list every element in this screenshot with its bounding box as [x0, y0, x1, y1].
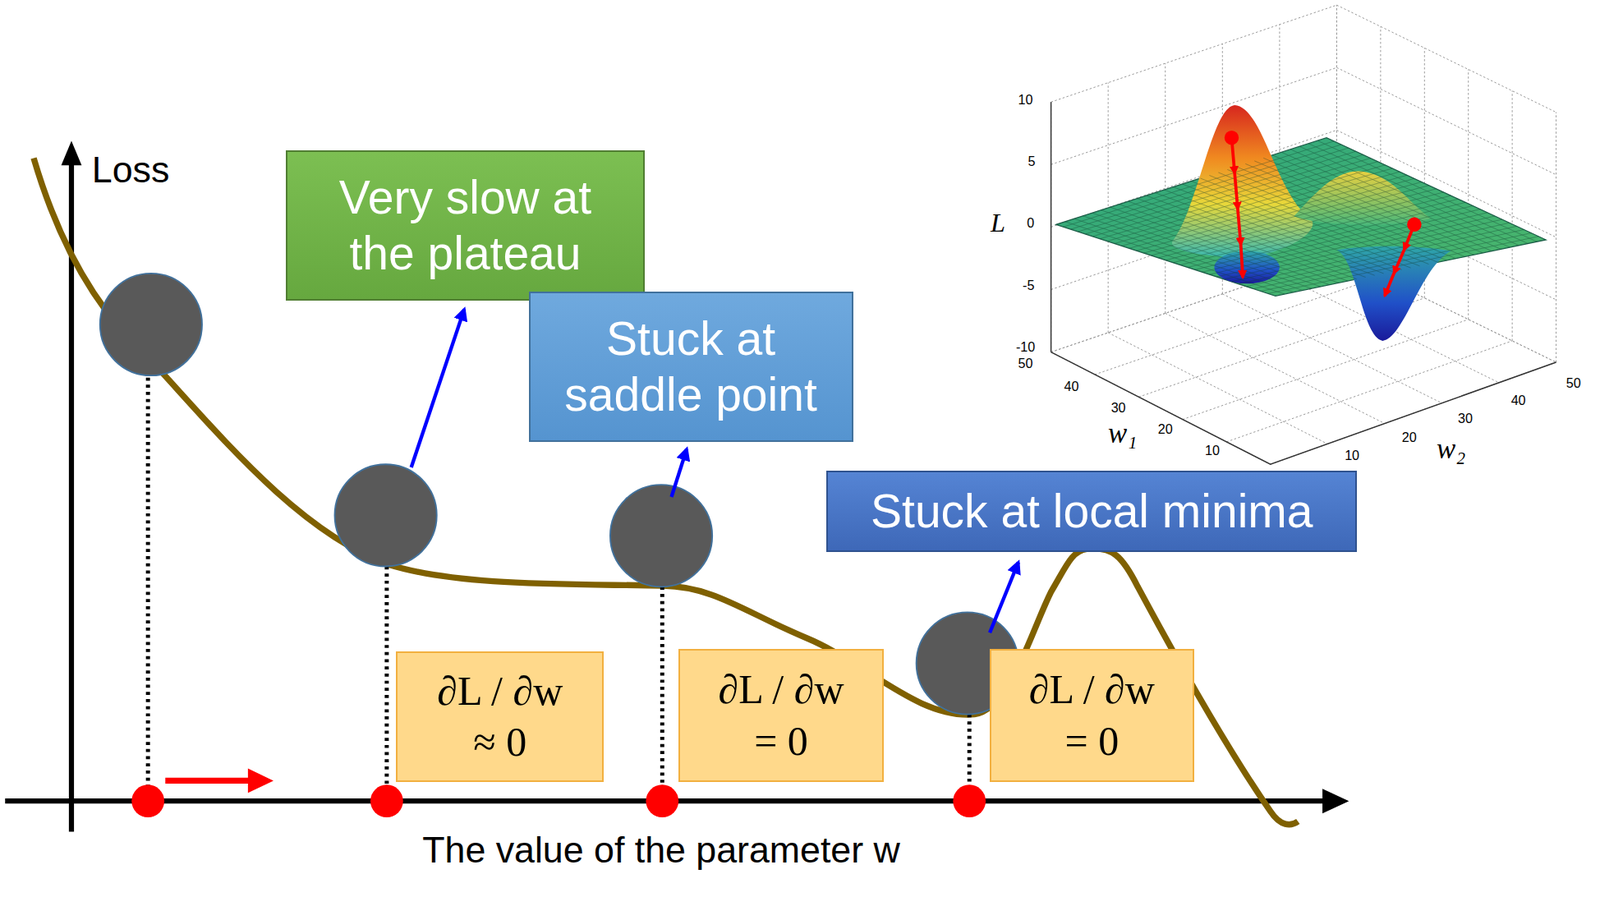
grid-line: [1245, 225, 1517, 286]
tick-label: 20: [1402, 428, 1417, 445]
axis-title: Loss: [91, 149, 170, 191]
drawing-part: [1063, 140, 1540, 295]
tick-label: 30: [1457, 410, 1473, 427]
grid-line: [1281, 151, 1501, 249]
grid-line: [1299, 146, 1519, 246]
grid-line: [1268, 236, 1539, 295]
grid-line: [1238, 222, 1509, 285]
drawing-part: [967, 714, 972, 791]
drawing-part: [645, 784, 679, 818]
drawing-part: [411, 308, 465, 468]
grid-line: [1260, 233, 1532, 292]
tick-label: 10: [1344, 447, 1360, 464]
callout-text: ∂L / ∂w = 0: [1017, 663, 1166, 767]
tick-label: L: [990, 206, 1006, 238]
callout-text: ∂L / ∂w = 0: [707, 663, 856, 767]
grid-line: [1232, 219, 1503, 282]
tick-label: 5: [1028, 153, 1036, 170]
callout-box: Stuck at saddle point: [528, 291, 854, 442]
drawing-part: [1232, 137, 1244, 278]
grid-line: [1050, 101, 1052, 352]
tick-label: 40: [1063, 377, 1079, 394]
grid-line: [1467, 68, 1469, 319]
grid-line: [1254, 160, 1474, 255]
drawing-part: [1056, 137, 1546, 297]
callout-box: Very slow at the plateau: [285, 150, 645, 302]
axis-arrowhead: [61, 140, 83, 166]
grid-line: [1051, 4, 1338, 102]
drawing-part: [952, 784, 986, 818]
tick-label: w₁: [1108, 417, 1137, 451]
grid-line: [1094, 276, 1381, 375]
callout-text: ∂L / ∂w ≈ 0: [426, 665, 575, 768]
grid-line: [1195, 202, 1466, 270]
gradient-box: ∂L / ∂w ≈ 0: [395, 651, 604, 782]
drawing-part: [671, 449, 687, 497]
grid-line: [1222, 294, 1442, 404]
drawing-part: [146, 377, 151, 791]
tick-label: -10: [1016, 339, 1035, 355]
callout-text: Stuck at local minima: [870, 483, 1314, 539]
drawing-part: [1050, 101, 1052, 352]
tick-label: 40: [1511, 392, 1527, 409]
grid-line: [1317, 140, 1537, 242]
drawing-part: [1213, 251, 1280, 285]
tick-label: 20: [1158, 420, 1173, 437]
drawing-part: [660, 586, 665, 791]
grid-line: [1512, 91, 1513, 341]
grid-line: [1236, 166, 1456, 259]
drawing-part: [989, 562, 1019, 634]
grid-line: [1308, 143, 1528, 244]
tick-label: 0: [1026, 214, 1035, 230]
surface-plot: [1051, 4, 1557, 465]
tick-label: -5: [1022, 276, 1035, 293]
drawing-part: [335, 464, 437, 566]
grid-line: [1165, 312, 1385, 423]
drawing-part: [1051, 4, 1557, 465]
grid-line: [1272, 155, 1492, 252]
drawing-part: [1384, 224, 1415, 296]
drawing-part: [370, 784, 404, 818]
grid-line: [1245, 163, 1465, 257]
direction-arrow: [165, 777, 250, 784]
tick-label: 10: [1204, 441, 1220, 458]
grid-line: [1226, 340, 1513, 442]
grid-line: [1253, 229, 1524, 290]
drawing-part: [610, 484, 713, 587]
gradient-box: ∂L / ∂w = 0: [678, 648, 884, 782]
grid-line: [1164, 63, 1166, 313]
grid-line: [1263, 157, 1483, 253]
grid-line: [1108, 332, 1328, 444]
direction-arrowhead: [248, 767, 274, 793]
drawing-part: [100, 273, 203, 376]
tick-label: 30: [1111, 399, 1127, 415]
grid-line: [1290, 149, 1510, 248]
axis-arrowhead: [1322, 788, 1349, 814]
tick-label: w₂: [1436, 432, 1466, 466]
position-dots: [131, 784, 986, 818]
grid-line: [1555, 112, 1557, 363]
drawing-part: [1172, 105, 1313, 258]
grid-line: [1336, 4, 1556, 112]
drawing-part: [131, 784, 165, 818]
callout-box: Stuck at local minima: [826, 470, 1357, 552]
gradient-box: ∂L / ∂w = 0: [989, 648, 1194, 782]
drawing-part: [384, 565, 389, 791]
callout-text: Very slow at the plateau: [308, 170, 621, 281]
axis-title: The value of the parameter w: [422, 829, 901, 871]
tick-label: 10: [1018, 91, 1034, 107]
drawing-part: [1051, 352, 1557, 465]
tick-label: 50: [1566, 374, 1582, 391]
grid-line: [1182, 319, 1469, 420]
callout-text: Stuck at saddle point: [542, 311, 839, 423]
tick-label: 50: [1018, 355, 1034, 372]
